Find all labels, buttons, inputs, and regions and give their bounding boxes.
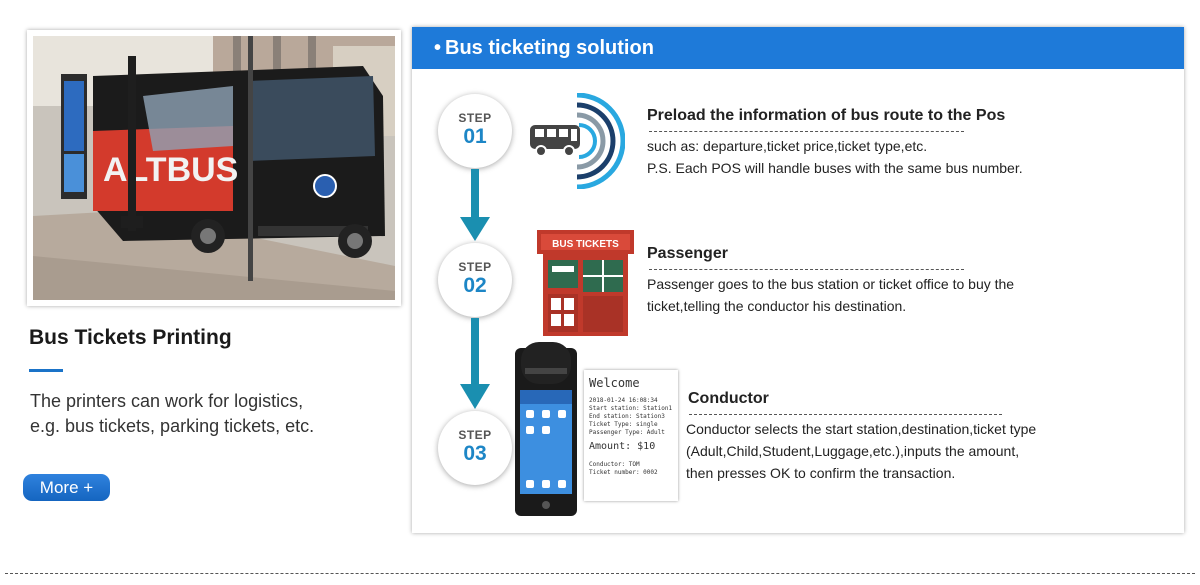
receipt-amount: Amount: $10 [589, 441, 656, 452]
step-2-title: Passenger [647, 245, 728, 262]
step-2-badge: STEP 02 [438, 243, 512, 317]
receipt-line: 2018-01-24 16:08:34 [589, 397, 658, 404]
bus-photo: ALTBUS [27, 30, 401, 306]
description-line: The printers can work for logistics, [30, 391, 304, 411]
bottom-divider [5, 573, 1195, 574]
step-3-separator [689, 414, 1002, 415]
solution-panel: •Bus ticketing solution STEP 01 STEP 02 … [412, 27, 1184, 533]
more-button[interactable]: More + [23, 474, 110, 501]
step-label: STEP [458, 428, 492, 442]
title-underline [29, 369, 63, 372]
svg-text:ALTBUS: ALTBUS [103, 151, 238, 189]
bus-photo-image: ALTBUS [33, 36, 395, 300]
panel-header: •Bus ticketing solution [412, 27, 1184, 69]
receipt-footer-line: Conductor: TOM [589, 461, 640, 468]
description-line: e.g. bus tickets, parking tickets, etc. [30, 416, 315, 436]
receipt-line: Ticket Type: single [589, 421, 658, 428]
pos-terminal-icon [515, 342, 577, 516]
receipt-footer-line: Ticket number: 0002 [589, 469, 658, 476]
step-3-line: then presses OK to confirm the transacti… [686, 465, 956, 481]
step-1-badge: STEP 01 [438, 94, 512, 168]
bus-route-icon [530, 93, 625, 189]
step-3-title: Conductor [688, 390, 769, 407]
arrow-down-icon [460, 169, 490, 241]
step-2-line: Passenger goes to the bus station or tic… [647, 276, 1015, 292]
booth-sign-text: BUS TICKETS [552, 239, 619, 250]
section-description: The printers can work for logistics, e.g… [30, 389, 360, 439]
step-number: 01 [463, 125, 487, 148]
receipt-line: Passenger Type: Adult [589, 429, 665, 436]
receipt-heading: Welcome [589, 376, 640, 390]
step-1-line: such as: departure,ticket price,ticket t… [647, 138, 928, 154]
ticket-booth-icon: BUS TICKETS [537, 230, 634, 336]
step-1-separator [649, 131, 964, 132]
step-label: STEP [458, 260, 492, 274]
arrow-down-icon [460, 318, 490, 409]
step-2-line: ticket,telling the conductor his destina… [647, 298, 907, 314]
panel-title: Bus ticketing solution [445, 37, 654, 59]
step-3-line: (Adult,Child,Student,Luggage,etc.),input… [686, 443, 1020, 459]
step-number: 03 [463, 442, 487, 465]
step-number: 02 [463, 274, 487, 297]
step-1-line: P.S. Each POS will handle buses with the… [647, 160, 1023, 176]
receipt-line: Start station: Station1 [589, 405, 673, 412]
receipt-line: End station: Station3 [589, 413, 665, 420]
step-3-badge: STEP 03 [438, 411, 512, 485]
step-label: STEP [458, 111, 492, 125]
step-2-separator [649, 269, 964, 270]
section-title: Bus Tickets Printing [29, 326, 232, 349]
ticket-receipt: Welcome 2018-01-24 16:08:34 Start statio… [584, 370, 678, 501]
step-3-line: Conductor selects the start station,dest… [686, 421, 1037, 437]
bullet-icon: • [434, 37, 442, 59]
step-1-title: Preload the information of bus route to … [647, 107, 1006, 124]
